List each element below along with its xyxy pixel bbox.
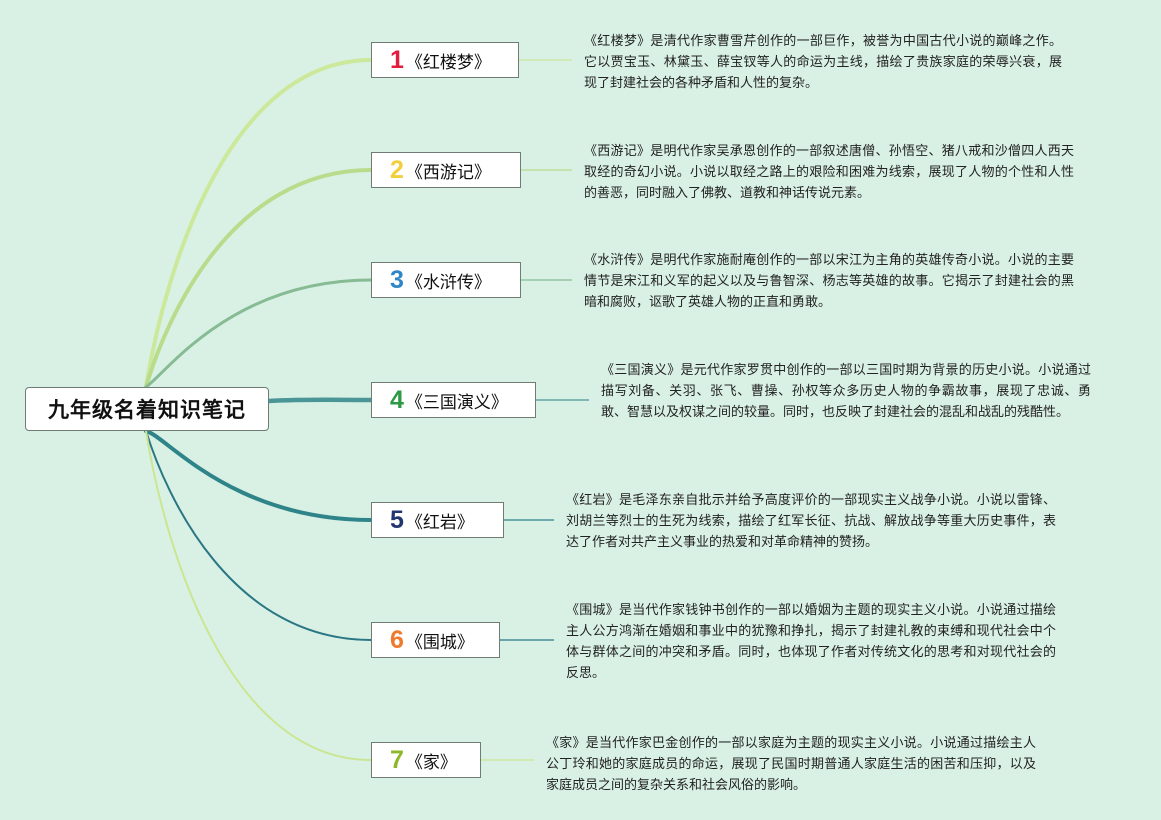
topic-hongloumeng[interactable]: 1 《红楼梦》	[371, 42, 519, 78]
topic-sanguoyanyi[interactable]: 4 《三国演义》	[371, 382, 536, 418]
topic-jia[interactable]: 7 《家》	[371, 742, 481, 778]
topic-description: 《三国演义》是元代作家罗贯中创作的一部以三国时期为背景的历史小说。小说通过描写刘…	[601, 363, 1091, 420]
branch-connector	[145, 430, 372, 641]
topic-label: 《西游记》	[405, 162, 491, 183]
branch-connector	[145, 430, 372, 761]
topic-label: 《家》	[405, 752, 457, 773]
topic-description: 《水浒传》是明代作家施耐庵创作的一部以宋江为主角的英雄传奇小说。小说的主要情节是…	[584, 253, 1074, 310]
topic-label: 《红岩》	[405, 512, 474, 533]
topic-number: 2	[390, 155, 404, 184]
branch-connector	[144, 58, 373, 389]
root-topic-label: 九年级名着知识笔记	[48, 398, 246, 422]
topic-description: 《红楼梦》是清代作家曹雪芹创作的一部巨作，被誉为中国古代小说的巅峰之作。它以贾宝…	[584, 34, 1062, 91]
topic-description: 《围城》是当代作家钱钟书创作的一部以婚姻为主题的现实主义小说。小说通过描绘主人公…	[566, 603, 1056, 681]
branch-connector	[144, 429, 373, 522]
topic-xiyouji[interactable]: 2 《西游记》	[371, 152, 521, 188]
topic-label: 《水浒传》	[405, 272, 491, 293]
topic-number: 3	[390, 265, 404, 294]
root-topic[interactable]: 九年级名着知识笔记	[25, 387, 269, 431]
topic-number: 6	[390, 625, 404, 654]
topic-description: 《家》是当代作家巴金创作的一部以家庭为主题的现实主义小说。小说通过描绘主人公丁玲…	[546, 736, 1036, 793]
branch-connector	[266, 397, 374, 404]
topic-number: 1	[390, 45, 404, 74]
topic-shuihuzhuan[interactable]: 3 《水浒传》	[371, 262, 521, 298]
topic-description: 《红岩》是毛泽东亲自批示并给予高度评价的一部现实主义战争小说。小说以雷锋、刘胡兰…	[566, 493, 1056, 550]
topic-label: 《红楼梦》	[405, 52, 491, 73]
topic-number: 7	[390, 745, 404, 774]
topic-number: 4	[390, 385, 404, 414]
topic-label: 《围城》	[405, 632, 474, 653]
topic-hongyan[interactable]: 5 《红岩》	[371, 502, 504, 538]
branch-connector	[144, 168, 373, 389]
branch-connector	[144, 278, 373, 389]
topic-weicheng[interactable]: 6 《围城》	[371, 622, 500, 658]
topic-label: 《三国演义》	[405, 392, 508, 413]
topic-number: 5	[390, 505, 404, 534]
topic-description: 《西游记》是明代作家吴承恩创作的一部叙述唐僧、孙悟空、猪八戒和沙僧四人西天取经的…	[584, 144, 1074, 201]
